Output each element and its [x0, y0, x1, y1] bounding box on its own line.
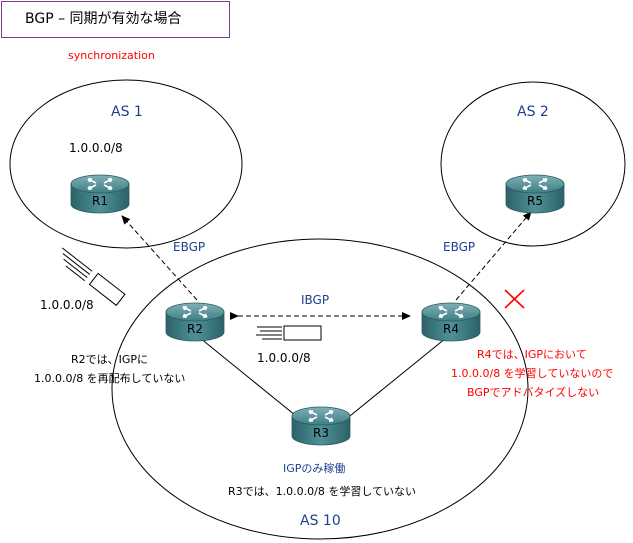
as2-boundary — [440, 81, 626, 247]
router-r2-label: R2 — [187, 322, 203, 336]
as1-label: AS 1 — [111, 104, 143, 120]
update-packet-icon — [61, 247, 126, 307]
router-r3-label: R3 — [313, 426, 329, 440]
as1-prefix: 1.0.0.0/8 — [69, 141, 123, 155]
r4-note-line1: R4では、IGPにおいて — [477, 348, 587, 361]
r3-note: R3では、1.0.0.0/8 を学習していない — [228, 485, 416, 498]
link-r2-r3 — [199, 337, 307, 425]
r2-note-line1: R2では、IGPに — [71, 353, 149, 366]
ibgp-label: IBGP — [301, 293, 330, 307]
ebgp-left-link — [121, 215, 198, 301]
router-r1-label: R1 — [92, 194, 108, 208]
r2-note-line2: 1.0.0.0/8 を再配布していない — [34, 372, 186, 385]
ibgp-update-prefix: 1.0.0.0/8 — [257, 351, 311, 365]
link-r4-r3 — [339, 337, 447, 425]
title-box: BGP – 同期が有効な場合 — [1, 1, 230, 38]
as10-label: AS 10 — [300, 513, 341, 529]
r4-note-line2: 1.0.0.0/8 を学習していないので — [451, 367, 614, 380]
as2-label: AS 2 — [517, 104, 549, 120]
router-r4-label: R4 — [443, 322, 459, 336]
ebgp-right-label: EBGP — [443, 240, 476, 254]
router-r5-label: R5 — [527, 194, 543, 208]
as1-boundary — [9, 79, 243, 249]
r3-igp-note: IGPのみ稼働 — [283, 462, 346, 475]
ebgp-update-prefix: 1.0.0.0/8 — [40, 298, 94, 312]
ebgp-left-label: EBGP — [173, 240, 206, 254]
subtitle: synchronization — [68, 49, 155, 62]
ebgp-right-link — [455, 211, 532, 301]
as10-boundary — [111, 238, 529, 540]
ibgp-update-packet-icon — [256, 325, 322, 341]
page-title: BGP – 同期が有効な場合 — [25, 11, 182, 27]
r4-note-line3: BGPでアドバタイズしない — [467, 386, 600, 399]
x-mark-icon — [504, 289, 525, 309]
